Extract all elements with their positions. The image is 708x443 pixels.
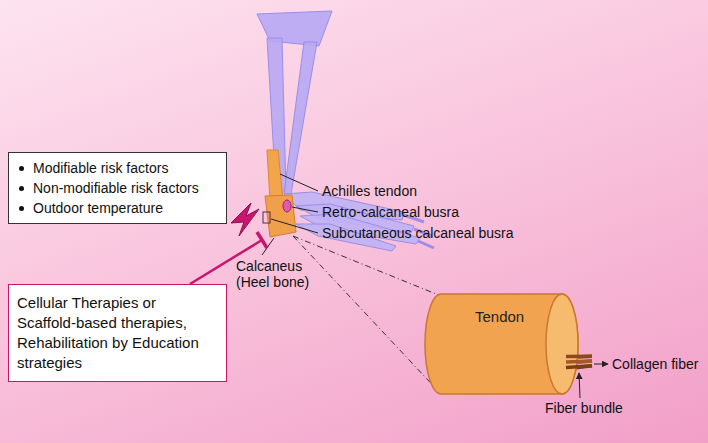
leader-lines	[262, 174, 608, 398]
lightning-bolt	[231, 203, 259, 236]
bullet-text: Non-modifiable risk factors	[13, 178, 220, 198]
leader-arrow	[579, 373, 580, 398]
leader-arrow	[594, 364, 608, 365]
subcutaneous-bursa	[263, 212, 270, 223]
risk-factor-box: Modifiable risk factorsNon-modifiable ri…	[8, 152, 227, 224]
part-label: Subcutaneous calcaneal busra	[322, 225, 513, 241]
tendon-cylinder: Tendon	[425, 292, 580, 396]
part-label: Retro-calcaneal busra	[322, 204, 459, 220]
collagen-fiber	[566, 354, 592, 358]
tendon-illustration	[425, 292, 580, 396]
bullet-text: Outdoor temperature	[13, 198, 220, 218]
zoom-lines	[293, 236, 441, 394]
fibula-bone	[284, 42, 317, 194]
box-text: Cellular Therapies or Scaffold-based the…	[17, 293, 218, 373]
zoom-line	[293, 236, 441, 394]
retro-calcaneal-bursa	[283, 200, 291, 212]
collagen-fiber	[566, 366, 592, 368]
toe-line	[418, 241, 434, 248]
part-label: Fiber bundle	[545, 400, 623, 416]
therapy-box: Cellular Therapies or Scaffold-based the…	[8, 284, 227, 382]
inhibition-bar	[257, 232, 267, 248]
tendon-body	[425, 294, 578, 394]
tendon-label: Tendon	[475, 308, 524, 326]
fiber-tips	[566, 356, 592, 367]
part-label: Collagen fiber	[612, 356, 698, 372]
bullet-text: Modifiable risk factors	[13, 158, 220, 178]
leader-line	[292, 207, 318, 212]
foot-bones	[284, 192, 434, 251]
achilles-tendon	[267, 150, 283, 200]
part-label: Calcaneus (Heel bone)	[236, 258, 316, 290]
part-label: Achilles tendon	[322, 183, 417, 199]
leader-line	[280, 174, 318, 191]
zoom-line	[293, 236, 441, 296]
tendon-end	[546, 294, 578, 394]
leader-line	[271, 219, 318, 233]
collagen-fiber	[566, 361, 592, 362]
